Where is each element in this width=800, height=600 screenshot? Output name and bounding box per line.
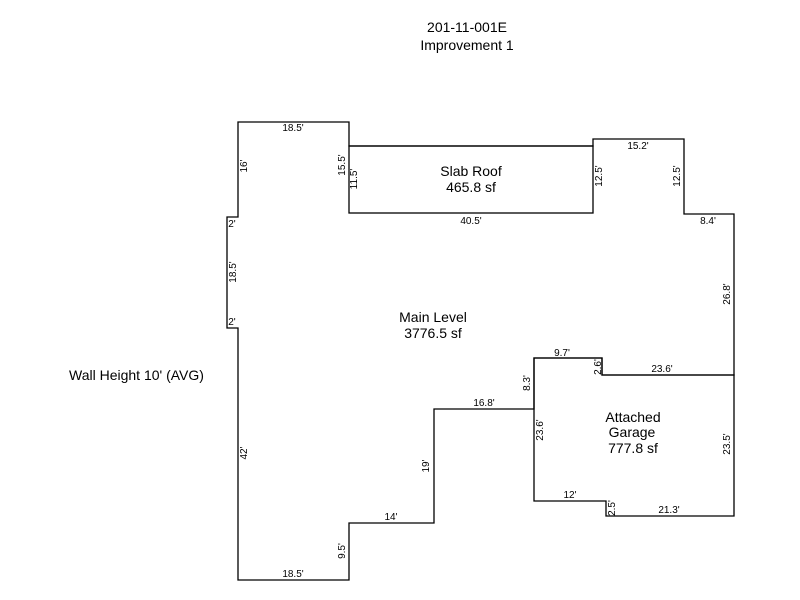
garage-outline (533, 357, 735, 517)
wall-height-note: Wall Height 10' (AVG) (69, 367, 204, 383)
slab-roof-outline (348, 145, 594, 214)
dimension-label: 18.5' (282, 569, 303, 580)
dimension-label: 12.5' (594, 165, 605, 186)
dimension-label: 2.6' (593, 359, 604, 375)
dimension-label: 8.3' (522, 375, 533, 391)
slab-roof-label: Slab Roof (440, 163, 502, 179)
dimension-label: 2' (228, 317, 236, 328)
dimension-label: 23.5' (722, 433, 733, 454)
dimension-label: 8.4' (700, 216, 716, 227)
dimension-label: 9.7' (554, 348, 570, 359)
dimension-label: 18.5' (282, 123, 303, 134)
dimension-label: 11.5' (349, 169, 360, 190)
dimension-label: 23.6' (651, 364, 672, 375)
dimension-label: 15.2' (627, 141, 648, 152)
dimension-label: 19' (421, 459, 432, 472)
dimension-label: 12.5' (672, 165, 683, 186)
garage-label-line2: Garage (609, 424, 656, 440)
dimension-label: 12' (563, 490, 576, 501)
dimension-label: 2' (228, 219, 236, 230)
dimension-label: 21.3' (658, 505, 679, 516)
improvement-title: Improvement 1 (420, 37, 514, 53)
dimension-label: 15.5' (337, 154, 348, 175)
dimension-label: 2.5' (607, 500, 618, 516)
dimension-label: 9.5' (337, 543, 348, 559)
dimension-label: 40.5' (460, 216, 481, 227)
parcel-id: 201-11-001E (427, 19, 507, 35)
dimension-label: 18.5' (228, 261, 239, 282)
dimension-label: 23.6' (535, 419, 546, 440)
garage-area: 777.8 sf (608, 440, 658, 456)
dimension-label: 16' (239, 159, 250, 172)
slab-roof-area: 465.8 sf (446, 179, 496, 195)
main-level-label: Main Level (399, 309, 467, 325)
garage-label-line1: Attached (605, 409, 660, 425)
main-level-area: 3776.5 sf (404, 325, 462, 341)
dimension-label: 26.8' (722, 283, 733, 304)
dimension-label: 16.8' (473, 398, 494, 409)
dimension-label: 14' (384, 512, 397, 523)
dimension-label: 42' (239, 446, 250, 459)
